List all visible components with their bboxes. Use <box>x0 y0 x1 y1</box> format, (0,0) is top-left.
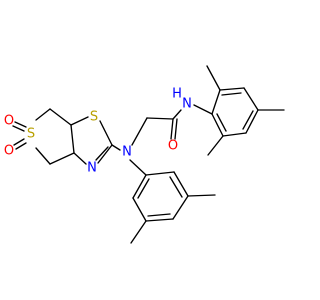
bond <box>145 218 174 222</box>
bond <box>222 132 247 137</box>
atom-label-h-amide: H <box>172 87 182 102</box>
bond <box>169 176 183 198</box>
bond <box>174 118 178 140</box>
bond <box>211 113 224 137</box>
molecule-canvas: S O O S N N O N H <box>3 65 285 244</box>
xylyl-ring <box>129 159 216 244</box>
bond <box>172 109 182 120</box>
sulfone-oxygens <box>12 121 27 150</box>
sulfolane-ring <box>35 108 75 165</box>
bond <box>49 108 72 126</box>
bond <box>172 195 189 220</box>
acetamide-linker <box>131 109 182 146</box>
bond <box>207 135 224 156</box>
atom-label-n-amine: N <box>122 145 132 160</box>
bond <box>132 174 147 199</box>
bond <box>35 147 51 165</box>
thiazoline-ring <box>70 116 113 165</box>
mesityl-ring <box>206 65 285 156</box>
bond <box>95 146 109 161</box>
atom-label-o-lower: O <box>4 144 14 159</box>
atom-label-s-sulfone: S <box>27 127 35 142</box>
bond <box>216 113 227 132</box>
bond <box>170 118 174 140</box>
atom-label-n-thiazole: N <box>87 161 97 176</box>
bond <box>131 117 148 146</box>
atom-label-o-carbonyl: O <box>168 139 178 154</box>
bond <box>70 116 89 126</box>
bond <box>206 65 221 91</box>
bond <box>129 159 147 176</box>
bond <box>245 109 259 134</box>
bond <box>187 194 216 197</box>
bond <box>132 197 147 222</box>
bond <box>173 171 189 197</box>
bond <box>111 144 121 151</box>
bond <box>13 138 25 146</box>
bond <box>146 117 174 120</box>
atom-label-s-thiazole: S <box>90 110 98 125</box>
bond <box>49 152 75 165</box>
bond <box>147 213 171 217</box>
atom-label-n-amide: N <box>182 97 192 112</box>
atom-label-o-upper: O <box>4 114 14 129</box>
bond <box>35 108 51 121</box>
bond <box>243 87 259 111</box>
bond <box>73 152 87 165</box>
bond <box>99 120 113 146</box>
bond <box>12 125 25 132</box>
bond <box>97 144 113 164</box>
bond <box>14 121 27 128</box>
bond <box>219 87 245 91</box>
bond <box>242 110 254 130</box>
bond <box>70 124 75 154</box>
bond <box>145 171 175 176</box>
atom-labels: S O O S N N O N H <box>4 87 192 176</box>
bond <box>193 104 213 115</box>
bond <box>221 92 242 96</box>
bond <box>15 142 27 150</box>
structure-diagram: S O O S N N O N H <box>4 65 285 244</box>
bond <box>211 89 221 115</box>
bond <box>130 220 147 244</box>
bond <box>137 178 150 199</box>
